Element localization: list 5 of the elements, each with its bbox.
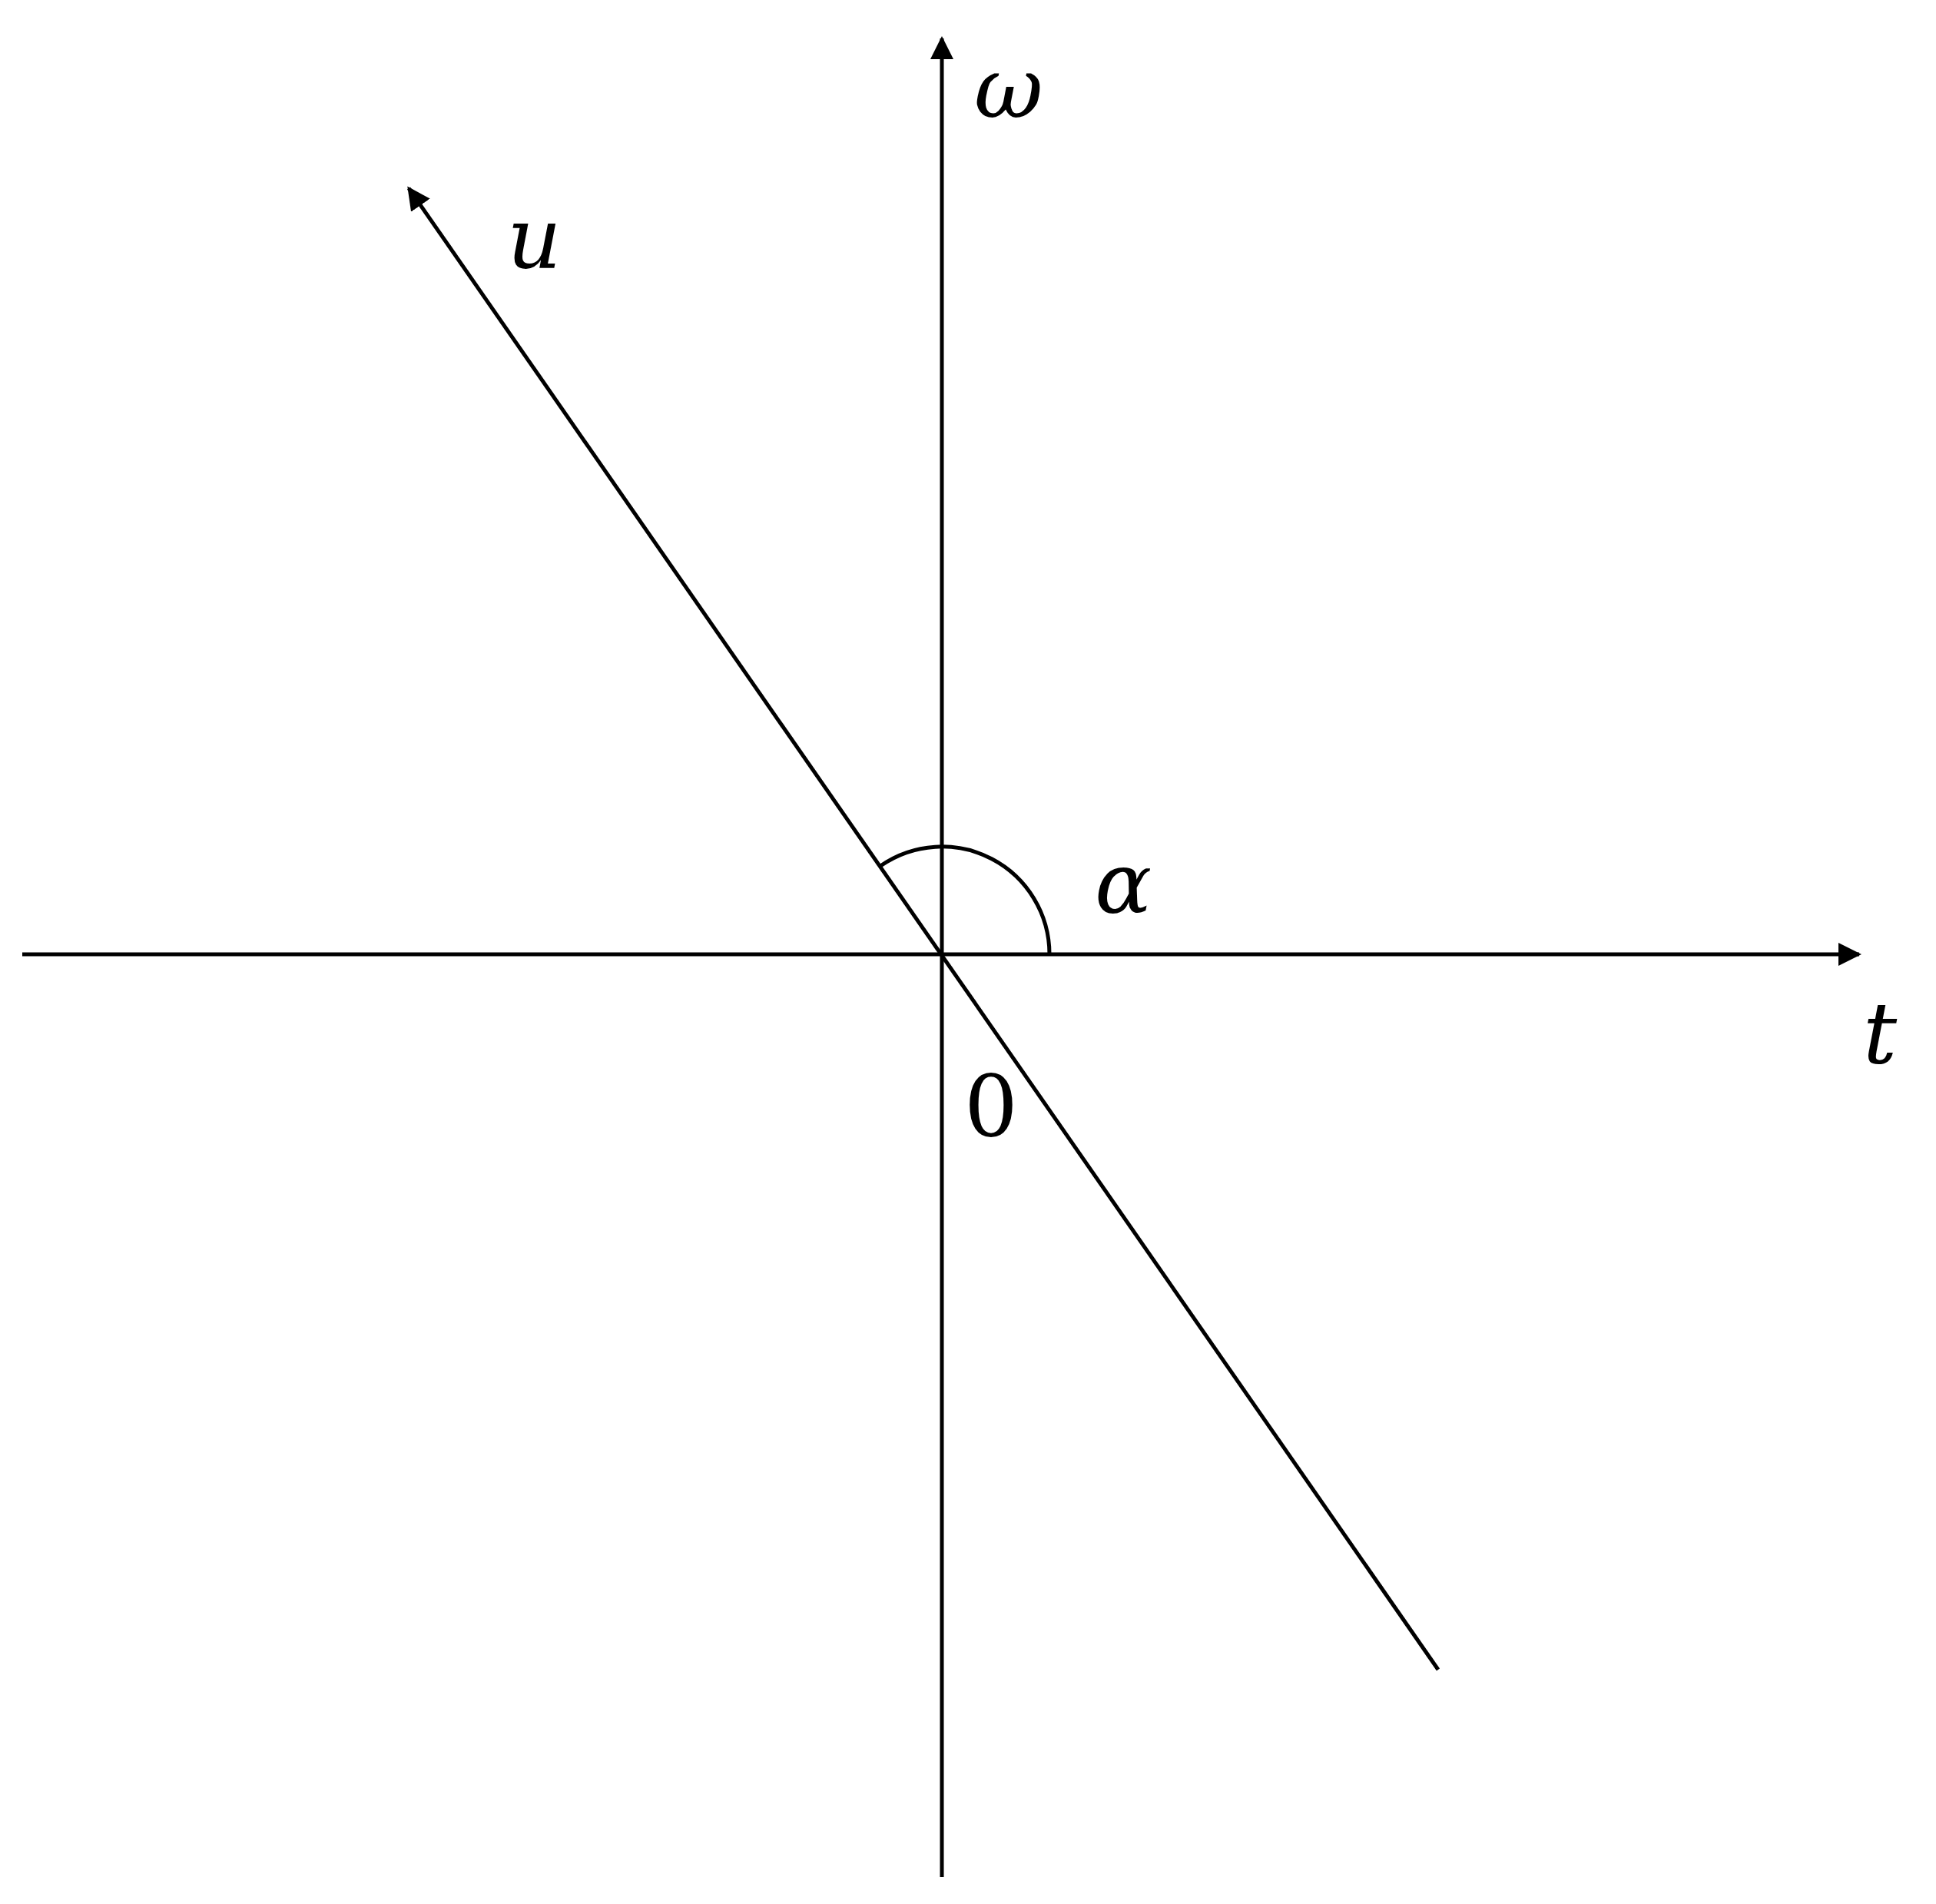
angle-label: α	[1095, 841, 1152, 926]
axis-label: ω	[974, 46, 1043, 131]
axis-label: u	[507, 196, 562, 280]
origin-label: 0	[964, 1064, 1018, 1149]
axis-label: t	[1863, 991, 1898, 1076]
